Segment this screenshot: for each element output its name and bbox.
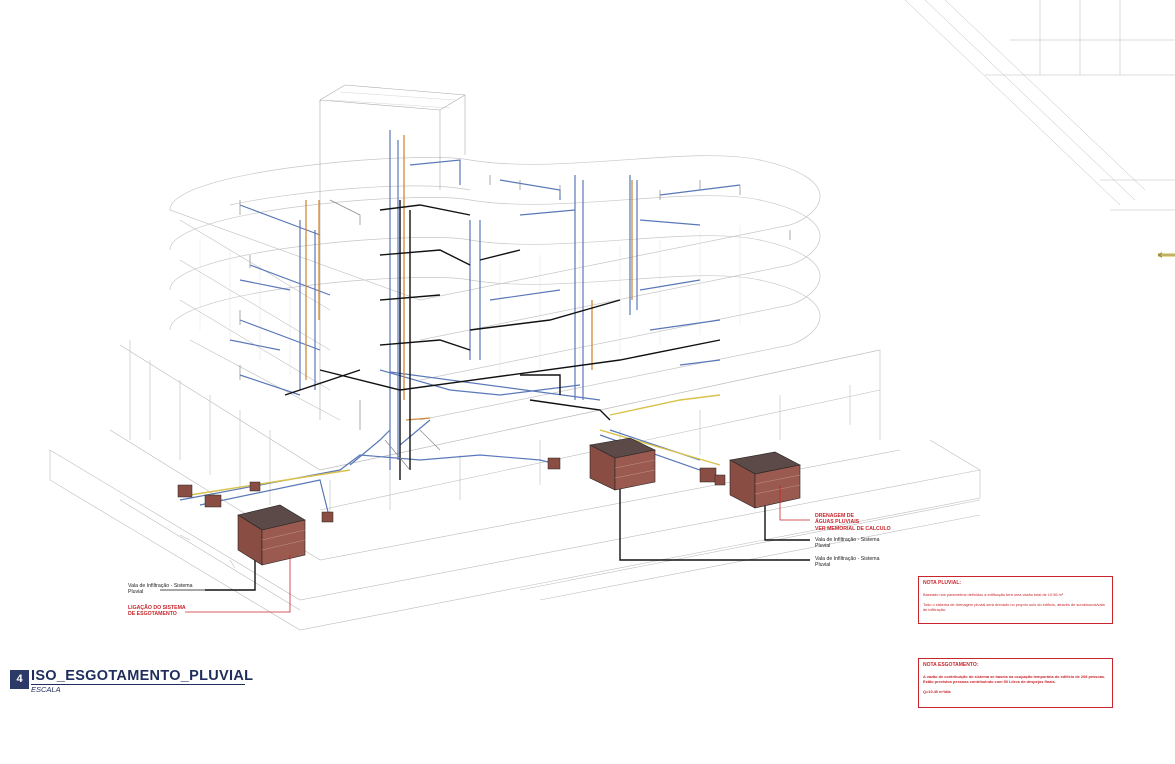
note-sewer-title: NOTA ESGOTAMENTO: xyxy=(923,662,979,668)
infiltration-tank-center xyxy=(589,437,656,491)
note-pluvial-line1: Baseado nos parametros definidos a edifi… xyxy=(923,592,1064,597)
inspection-boxes xyxy=(177,457,726,523)
callout-infiltration-1: Vala de Infiltração - Sistema Pluvial xyxy=(815,537,880,550)
core-tower xyxy=(319,84,466,420)
pipe-network-yellow xyxy=(189,394,721,496)
note-pluvial-line2: Todo o sistema de drenagem pluvial será … xyxy=(923,602,1105,612)
callout-leaders xyxy=(160,485,810,613)
drawing-scale-label: ESCALA xyxy=(31,685,61,694)
ground-podium xyxy=(49,340,981,631)
pipe-network-grey xyxy=(239,175,791,471)
note-sewer: NOTA ESGOTAMENTO: A vazão de contribuiçã… xyxy=(918,658,1113,708)
title-underline xyxy=(31,684,245,686)
site-plan-fragment xyxy=(904,0,1175,211)
infiltration-tank-left xyxy=(237,504,306,566)
infiltration-tank-right xyxy=(729,451,801,509)
callout-infiltration-2: Vala de Infiltração - Sistema Pluvial xyxy=(815,556,880,569)
callout-infiltration-left: Vala de Infiltração - Sistema Pluvial xyxy=(128,583,193,596)
pipe-network-black xyxy=(205,200,810,591)
facade-mullions xyxy=(199,225,741,380)
drawing-title-block: 4 ISO_ESGOTAMENTO_PLUVIAL ESCALA xyxy=(10,668,254,694)
note-pluvial-title: NOTA PLUVIAL: xyxy=(923,580,962,586)
drawing-title: ISO_ESGOTAMENTO_PLUVIAL xyxy=(31,668,254,684)
drawing-number: 4 xyxy=(10,670,29,689)
note-pluvial: NOTA PLUVIAL: Baseado nos parametros def… xyxy=(918,576,1113,624)
callout-sewer-connection: LIGAÇÃO DO SISTEMA DE ESGOTAMENTO xyxy=(128,605,186,618)
curved-floor-slabs xyxy=(169,155,821,421)
core-tower-texture xyxy=(329,91,456,109)
note-sewer-line2: Q=10.40 m³/dia xyxy=(923,689,951,694)
callout-drainage-rain: DRENAGEM DE ÁGUAS PLUVIAIS VER MEMORIAL … xyxy=(815,513,891,532)
note-sewer-line1: A vazão de contribuição do sistema se ba… xyxy=(923,674,1106,684)
